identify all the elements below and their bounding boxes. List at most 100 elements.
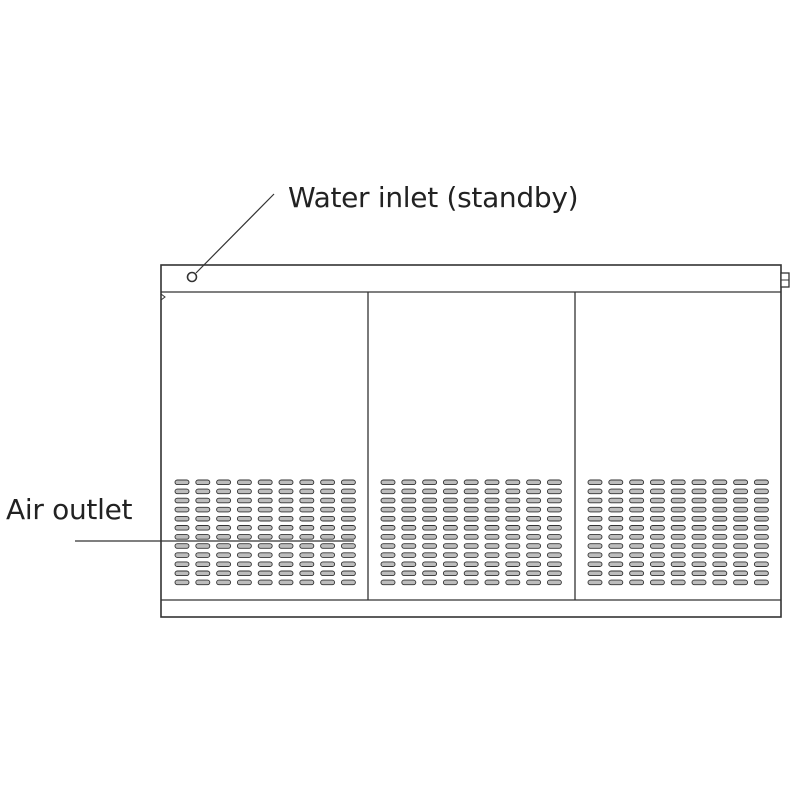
vent-slot	[195, 525, 211, 531]
vent-slot	[587, 488, 603, 495]
vent-slot	[546, 515, 562, 522]
vent-slot	[442, 579, 458, 586]
vent-slot	[608, 543, 624, 549]
vent-grille-panel-3	[587, 479, 769, 586]
vent-slot	[195, 515, 211, 522]
vent-slot	[526, 543, 542, 549]
vent-slot	[546, 561, 562, 567]
vent-slot	[195, 497, 211, 504]
vent-slot	[299, 479, 315, 486]
vent-slot	[320, 543, 336, 549]
vent-slot	[733, 506, 749, 513]
vent-slot	[691, 534, 707, 540]
vent-slot	[174, 479, 190, 486]
vent-slot	[380, 579, 396, 586]
vent-slot	[257, 506, 273, 513]
vent-slot	[691, 525, 707, 531]
vent-slot	[712, 552, 728, 558]
vent-slot	[278, 497, 294, 504]
vent-slot	[236, 479, 252, 486]
vent-slot	[236, 543, 252, 549]
vent-slot	[216, 515, 232, 522]
vent-slot	[236, 515, 252, 522]
vent-slot	[629, 552, 645, 558]
vent-slot	[649, 525, 665, 531]
vent-slot	[401, 515, 417, 522]
vent-slot	[505, 479, 521, 486]
vent-slot	[712, 534, 728, 540]
vent-slot	[463, 479, 479, 486]
vent-slot	[216, 534, 232, 540]
vent-slot	[629, 479, 645, 486]
vent-slot	[463, 497, 479, 504]
vent-slot	[712, 506, 728, 513]
vent-slot	[216, 579, 232, 586]
vent-slot	[712, 570, 728, 577]
vent-slot	[174, 579, 190, 586]
vent-slot	[670, 534, 686, 540]
vent-slot	[670, 561, 686, 567]
vent-slot	[608, 497, 624, 504]
vent-slot	[174, 515, 190, 522]
vent-slot	[733, 515, 749, 522]
vent-slot	[526, 561, 542, 567]
vent-slot	[401, 579, 417, 586]
vent-slot	[216, 561, 232, 567]
vent-slot	[401, 543, 417, 549]
vent-slot	[380, 506, 396, 513]
vent-slot	[484, 561, 500, 567]
vent-slot	[278, 479, 294, 486]
vent-slot	[484, 570, 500, 577]
vent-slot	[216, 506, 232, 513]
vent-slot	[712, 497, 728, 504]
vent-slot	[670, 497, 686, 504]
vent-slot	[733, 497, 749, 504]
vent-slot	[340, 488, 356, 495]
vent-slot	[670, 479, 686, 486]
vent-slot	[712, 561, 728, 567]
vent-slot	[526, 525, 542, 531]
vent-slot	[257, 552, 273, 558]
vent-slot	[195, 506, 211, 513]
vent-slot	[587, 579, 603, 586]
vent-slot	[608, 506, 624, 513]
vent-slot	[649, 506, 665, 513]
vent-slot	[174, 497, 190, 504]
vent-slot	[401, 534, 417, 540]
vent-slot	[401, 488, 417, 495]
vent-slot	[587, 515, 603, 522]
vent-grille-panel-1	[174, 479, 356, 586]
vent-slot	[195, 561, 211, 567]
vent-slot	[278, 534, 294, 540]
vent-slot	[463, 506, 479, 513]
vent-slot	[320, 570, 336, 577]
vent-slot	[484, 497, 500, 504]
vent-slot	[299, 570, 315, 577]
vent-slot	[670, 515, 686, 522]
vent-slot	[216, 543, 232, 549]
vent-slot	[174, 506, 190, 513]
vent-slot	[649, 534, 665, 540]
vent-slot	[587, 543, 603, 549]
vent-slot	[691, 570, 707, 577]
vent-slot	[629, 506, 645, 513]
vent-slot	[691, 579, 707, 586]
vent-slot	[484, 506, 500, 513]
vent-slot	[299, 525, 315, 531]
vent-slot	[505, 552, 521, 558]
vent-slot	[442, 506, 458, 513]
vent-slot	[753, 488, 769, 495]
vent-slot	[299, 552, 315, 558]
vent-slot	[442, 488, 458, 495]
vent-slot	[526, 579, 542, 586]
vent-slot	[526, 570, 542, 577]
vent-slot	[380, 561, 396, 567]
vent-slot	[608, 570, 624, 577]
vent-slot	[278, 525, 294, 531]
vent-slot	[608, 579, 624, 586]
vent-slot	[484, 515, 500, 522]
water-inlet-leader	[195, 193, 275, 274]
vent-slot	[608, 515, 624, 522]
vent-slot	[546, 506, 562, 513]
